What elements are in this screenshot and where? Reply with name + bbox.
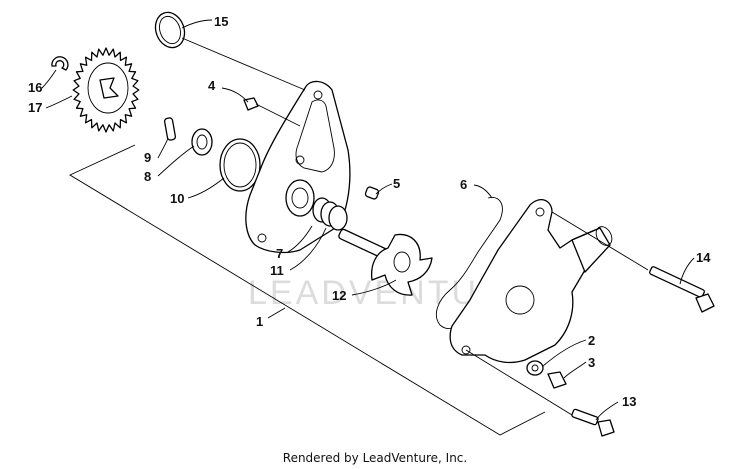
callout-label: 17	[28, 100, 42, 115]
seal-part-11	[312, 197, 348, 231]
callout-label: 14	[696, 250, 711, 265]
washer-part-8	[191, 128, 213, 156]
callout-16: 16	[28, 69, 57, 95]
bolt-part-14	[649, 266, 715, 313]
callout-label: 2	[588, 333, 595, 348]
callout-15: 15	[181, 14, 228, 29]
footer-credit: Rendered by LeadVenture, Inc.	[282, 451, 468, 465]
callout-label: 3	[588, 355, 595, 370]
pin-part-9	[163, 117, 177, 141]
callout-12: 12	[332, 279, 397, 303]
o-ring-part-10	[219, 138, 261, 192]
callout-label: 6	[460, 177, 467, 192]
callout-13: 13	[595, 394, 636, 421]
callout-14: 14	[679, 250, 711, 285]
callout-4: 4	[208, 78, 249, 103]
assembly-bracket	[69, 144, 546, 436]
pump-cover	[449, 199, 613, 364]
impeller-part-12	[370, 233, 433, 296]
callout-label: 8	[144, 169, 151, 184]
callout-3: 3	[563, 355, 595, 379]
drive-gear-part-17	[72, 47, 140, 133]
callout-label: 11	[270, 263, 284, 278]
callout-2: 2	[542, 333, 595, 367]
callout-label: 5	[393, 176, 400, 191]
o-ring-part-15	[154, 11, 186, 49]
callout-1: 1	[256, 307, 286, 329]
callout-10: 10	[170, 177, 225, 206]
washer-part-2	[526, 360, 544, 376]
callout-9: 9	[144, 137, 169, 165]
callout-label: 12	[332, 288, 346, 303]
circlip-part-16	[51, 56, 69, 71]
callout-label: 16	[28, 80, 42, 95]
callout-11: 11	[270, 227, 327, 278]
callout-5: 5	[375, 176, 400, 195]
callout-label: 1	[256, 314, 263, 329]
callout-label: 10	[170, 191, 184, 206]
callout-label: 4	[208, 78, 216, 93]
dowel-part-5	[364, 186, 380, 200]
bolt-part-3	[547, 371, 567, 389]
callout-label: 13	[622, 394, 636, 409]
callout-8: 8	[144, 145, 195, 184]
callout-label: 7	[276, 246, 283, 261]
callout-7: 7	[276, 225, 313, 261]
bolt-part-13	[571, 408, 615, 437]
callout-17: 17	[28, 95, 73, 115]
gasket-part-6	[436, 197, 503, 329]
callout-label: 9	[144, 150, 151, 165]
callout-label: 15	[214, 14, 228, 29]
callout-6: 6	[460, 177, 493, 199]
